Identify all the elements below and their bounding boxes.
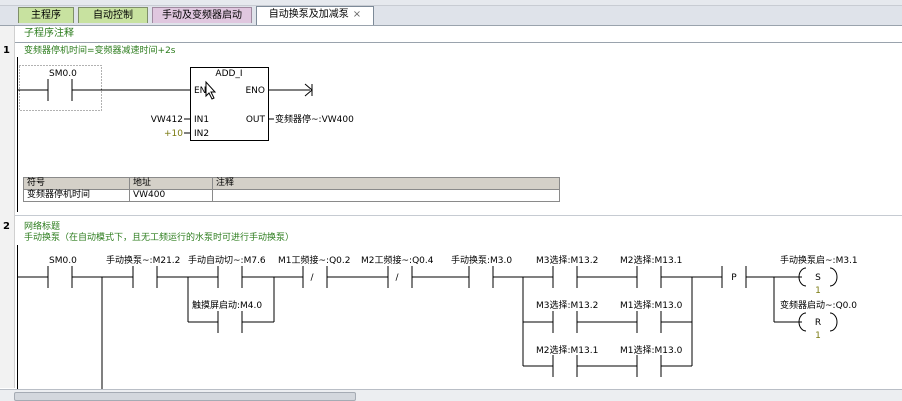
coil-count[interactable]: 1 (815, 286, 821, 296)
positive-edge-mark: P (731, 273, 737, 283)
close-icon[interactable]: × (352, 9, 362, 20)
separator (15, 215, 902, 216)
coil-type: S (815, 273, 821, 283)
contact-label[interactable]: M1选择:M13.0 (620, 299, 683, 311)
mouse-cursor-icon (205, 80, 217, 100)
separator (15, 42, 902, 43)
power-rail (17, 245, 18, 389)
network-title[interactable]: 变频器停机时间=变频器减速时间+2s (24, 46, 176, 56)
address-cell: VW400 (129, 189, 213, 202)
tab-bar: 主程序 自动控制 手动及变频器启动 自动换泵及加减泵× (0, 6, 902, 26)
block-out: OUT (246, 115, 266, 125)
coil-label[interactable]: 变频器启动~:Q0.0 (780, 299, 857, 311)
address-header: 地址 (129, 177, 213, 190)
power-rail (17, 57, 18, 212)
contact-label[interactable]: SM0.0 (49, 256, 77, 266)
tab-manual-vfd-start[interactable]: 手动及变频器启动 (152, 7, 252, 23)
block-in2: IN2 (194, 129, 209, 139)
contact-label[interactable]: 手动换泵:M3.0 (451, 254, 512, 266)
tab-auto-control[interactable]: 自动控制 (78, 7, 148, 23)
tab-main-program[interactable]: 主程序 (18, 7, 74, 23)
contact-label[interactable]: 触摸屏启动:M4.0 (192, 299, 262, 311)
block-eno: ENO (245, 86, 265, 96)
network-number: 1 (3, 45, 10, 56)
in1-operand[interactable]: VW412 (151, 115, 183, 125)
symbol-cell: 变频器停机时间 (23, 189, 130, 202)
coil-count[interactable]: 1 (815, 331, 821, 341)
symbol-table: 符号 地址 注释 变频器停机时间 VW400 (23, 177, 560, 202)
contact-label[interactable]: SM0.0 (49, 69, 77, 79)
coil-label[interactable]: 手动换泵启~:M3.1 (780, 254, 858, 266)
contact-label[interactable]: M1选择:M13.0 (620, 344, 683, 356)
contact-label[interactable]: 手动自动切~:M7.6 (188, 254, 266, 266)
out-operand[interactable]: 变频器停~:VW400 (275, 113, 354, 125)
comment-header: 注释 (212, 177, 560, 190)
contact-label[interactable]: M3选择:M13.2 (536, 299, 598, 311)
negation-mark: / (395, 273, 399, 283)
subroutine-comment[interactable]: 子程序注释 (24, 28, 74, 39)
network-gutter (0, 26, 15, 388)
contact-label[interactable]: 手动换泵~:M21.2 (106, 254, 180, 266)
contact-label[interactable]: M2选择:M13.1 (536, 344, 598, 356)
contact-label[interactable]: M3选择:M13.2 (536, 254, 598, 266)
top-strip (0, 0, 902, 6)
network-title[interactable]: 网络标题 (24, 222, 61, 232)
contact-label[interactable]: M1工频接~:Q0.2 (278, 254, 350, 266)
symbol-header: 符号 (23, 177, 130, 190)
network-number: 2 (3, 221, 10, 232)
block-name: ADD_I (215, 69, 242, 79)
contact-label[interactable]: M2选择:M13.1 (620, 254, 682, 266)
block-en: EN (194, 86, 206, 96)
coil-type: R (815, 318, 821, 328)
negation-mark: / (310, 273, 314, 283)
block-in1: IN1 (194, 115, 209, 125)
horizontal-scrollbar[interactable] (0, 389, 902, 401)
network-comment[interactable]: 手动换泵（在自动模式下，且无工频运行的水泵时可进行手动换泵） (24, 233, 295, 243)
in2-operand[interactable]: +10 (164, 129, 183, 139)
tab-label: 自动换泵及加减泵 (268, 9, 349, 20)
contact-label[interactable]: M2工频接~:Q0.4 (361, 254, 434, 266)
tab-auto-pump-switch[interactable]: 自动换泵及加减泵× (256, 6, 374, 25)
comment-cell (212, 189, 560, 202)
